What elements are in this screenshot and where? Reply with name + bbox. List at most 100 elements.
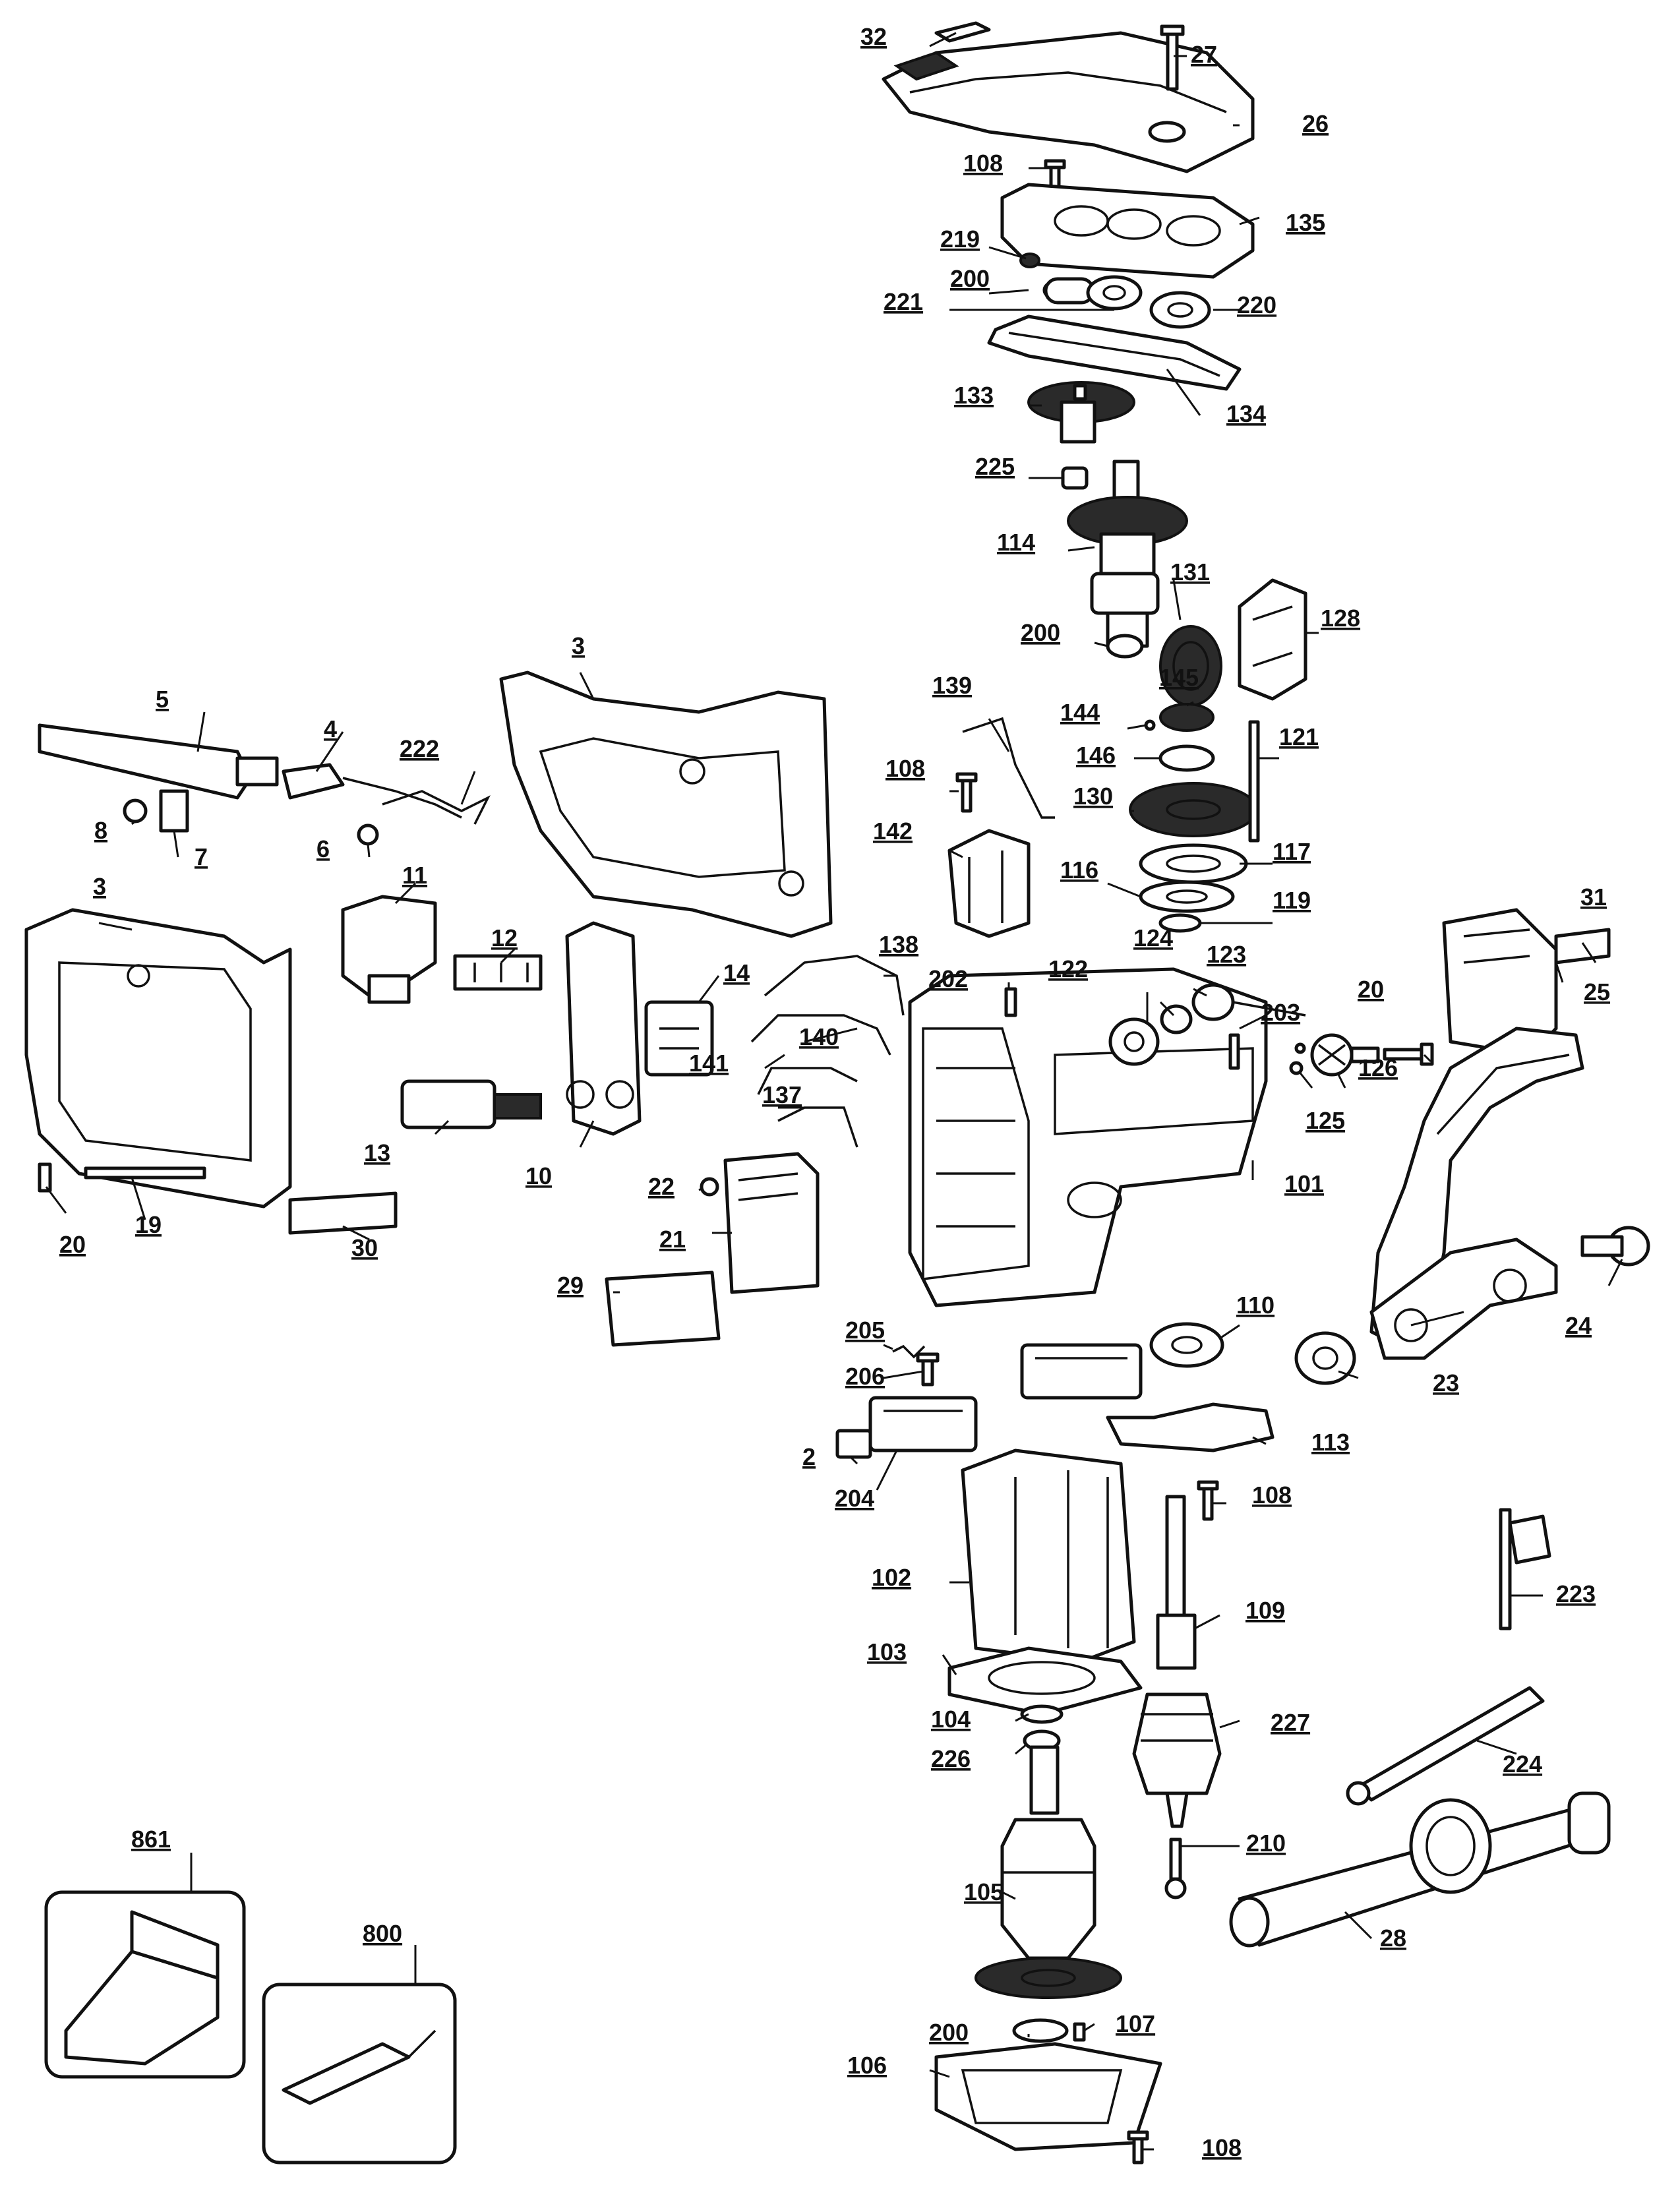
kit-box-861 [44,1890,246,2079]
label-29 [605,1270,721,1347]
label-203: 203 [1261,999,1300,1026]
fan-105 [975,1957,1122,1999]
label-223: 223 [1556,1580,1596,1607]
gear-case-101 [908,967,1268,1307]
chuck-key-224 [1346,1686,1545,1806]
side-cover-25 [1442,908,1558,1057]
kit-box-800 [262,1983,457,2165]
washer-117 [1139,843,1248,884]
screw-20-left [38,1162,52,1193]
switch-knob-126 [1310,1033,1380,1077]
label-225: 225 [975,453,1015,480]
label-139: 139 [932,672,972,699]
label-146: 146 [1076,742,1116,769]
label-101: 101 [1284,1170,1324,1197]
brush-holder-142 [947,829,1031,938]
baffle-113 [1106,1402,1275,1452]
label-7: 7 [195,843,208,870]
field-102 [961,1448,1136,1663]
handle-housing-3-left [24,908,292,1209]
label-14: 14 [723,959,750,986]
bearing-220 [1149,291,1211,329]
label-104: 104 [931,1706,971,1733]
label-123: 123 [1207,941,1246,968]
label-226: 226 [931,1745,971,1772]
switch-11 [341,895,437,1004]
bolt-24 [1580,1226,1650,1267]
label-205: 205 [845,1317,885,1344]
wire-139 [962,717,1055,819]
gasket-134 [987,314,1242,391]
label-126: 126 [1358,1054,1398,1081]
label-108-top: 108 [963,150,1003,177]
label-142: 142 [873,818,913,845]
module-14 [644,1000,714,1077]
screw-206 [916,1352,940,1387]
bearing-221 [1044,275,1143,311]
cord-protector-4 [282,763,462,819]
plate-103 [947,1646,1143,1716]
label-138: 138 [879,931,918,958]
label-137: 137 [762,1081,802,1108]
label-128: 128 [1321,605,1360,632]
wire-138 [764,955,905,1016]
label-130: 130 [1073,783,1113,810]
label-219: 219 [940,225,980,253]
cover-21 [723,1152,820,1294]
label-224: 224 [1503,1750,1542,1777]
rod-223 [1499,1508,1551,1630]
side-handle-28 [1229,1791,1611,1948]
label-11: 11 [402,862,427,889]
label-4: 4 [324,715,337,742]
pin-202 [1004,987,1017,1017]
label-202: 202 [928,965,968,992]
label-29: 29 [557,1272,584,1299]
label-106: 106 [847,2052,887,2079]
label-800: 800 [363,1920,402,1947]
label-3-left: 3 [93,873,106,900]
brush-2 [835,1429,872,1459]
label-31: 31 [1580,883,1607,911]
label-105: 105 [964,1878,1004,1905]
label-117: 117 [1273,838,1311,865]
washer-104 [1020,1704,1064,1724]
rod-19 [84,1166,206,1180]
label-12: 12 [491,924,518,951]
label-6: 6 [316,835,330,862]
screw-108-bottom [1127,2130,1149,2165]
screw-108-mid [955,772,978,813]
label-206: 206 [845,1363,885,1390]
label-144: 144 [1060,699,1100,726]
label-108-lower: 108 [1252,1481,1292,1508]
label-28: 28 [1380,1925,1406,1952]
switch-plate-12 [453,954,543,991]
wire-222 [382,790,491,825]
washer-116 [1139,880,1235,913]
cord-5 [38,723,279,800]
label-116: 116 [1060,856,1098,883]
label-134: 134 [1226,400,1266,427]
handle-clamp-23 [1369,1238,1558,1360]
armature-105 [1000,1745,1096,1960]
bearing-122 [1108,1017,1160,1066]
part-labels: 32 27 26 108 219 135 200 221 220 134 133… [59,23,1610,2161]
label-200-top: 200 [950,265,990,292]
label-108-mid: 108 [885,755,925,782]
screw-8 [123,798,148,823]
gear-133 [1027,381,1135,444]
label-13: 13 [364,1139,390,1166]
label-114: 114 [997,529,1035,556]
wire-137 [777,1106,858,1148]
label-220: 220 [1237,291,1276,318]
screw-210 [1164,1837,1187,1899]
pin-125 [1289,1042,1306,1075]
label-103: 103 [867,1638,907,1665]
label-24: 24 [1565,1312,1592,1339]
ring-146 [1158,744,1215,772]
label-131: 131 [1170,558,1210,585]
wire-140 [750,1014,891,1056]
handle-housing-3-top [499,671,833,938]
bearing-200-bottom [1012,2018,1069,2043]
label-200-bottom: 200 [929,2019,969,2046]
spindle-109 [1156,1495,1197,1670]
